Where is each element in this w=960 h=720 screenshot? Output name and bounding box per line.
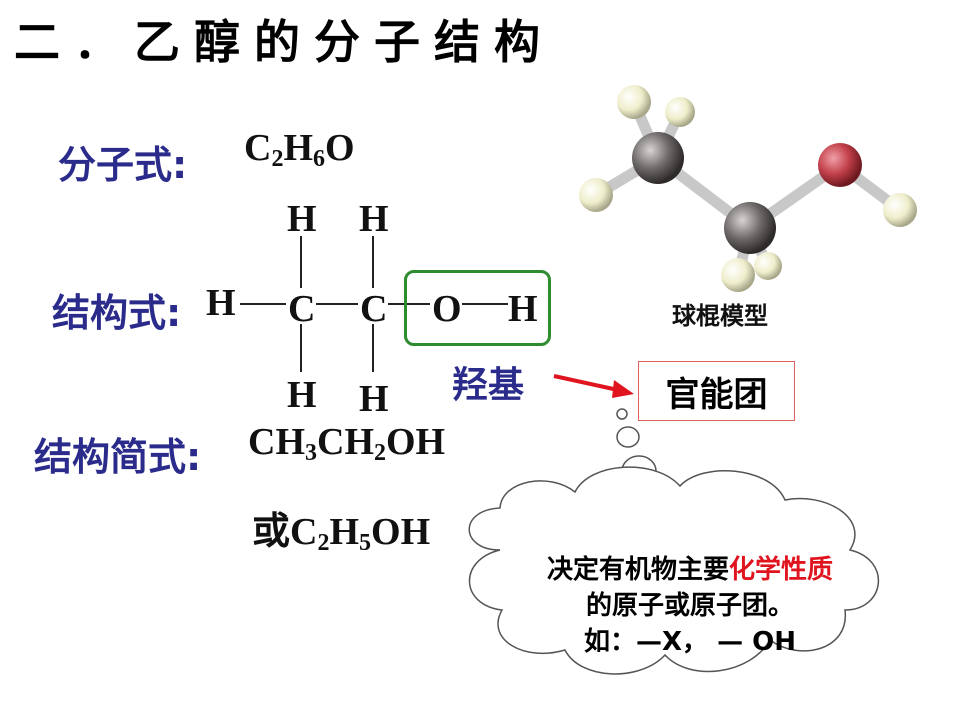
atom-h-right: H [508,288,538,330]
arrow-to-functional-group [553,374,634,398]
hydrogen-atom [665,97,695,127]
hydrogen-atom [721,258,755,292]
hydrogen-atom [579,178,613,212]
cloud-text: 决定有机物主要化学性质 的原子或原子团。 如：—X， — OH [546,555,834,657]
bond-o-h [462,303,508,305]
atom-h-left: H [206,282,236,324]
molecular-formula: C2H6O [244,127,355,172]
condensed-formula-line2: 或C2H5OH [252,511,431,556]
hydrogen-atom [883,193,917,227]
slide-title: 二．乙醇的分子结构 [14,15,554,69]
thought-bubble-small [616,408,628,420]
bond-c1-hbot [300,324,302,372]
thought-cloud [468,408,879,675]
oxygen-atom [818,143,862,187]
functional-group-box: 官能团 [638,361,795,421]
atom-h-top1: H [287,198,317,240]
carbon-atom [724,202,776,254]
condensed-formula-label: 结构简式: [34,435,202,479]
atom-h-top2: H [359,198,389,240]
atom-o: O [432,288,462,330]
atom-c1: C [288,288,316,330]
molecular-formula-label: 分子式: [58,143,188,187]
bond-c2-htop [372,236,374,288]
structural-formula-label: 结构式: [52,291,182,335]
hydrogen-atom [617,85,651,119]
cloud-shape [468,466,879,675]
thought-bubble-medium [616,426,640,448]
atom-c2: C [360,288,388,330]
hydroxyl-label: 羟基 [452,365,525,406]
atom-h-bot1: H [287,374,317,416]
ball-stick-label: 球棍模型 [672,302,768,330]
atom-h-bot2: H [359,378,389,420]
hydrogen-atom [754,252,782,280]
bond-c1-c2 [316,303,358,305]
bond-c1-htop [300,236,302,288]
ball-stick-model [579,85,917,292]
carbon-atom [632,132,684,184]
bond-c2-hbot [372,324,374,372]
hydroxyl-highlight-box [404,270,551,346]
bond-c2-o [388,303,430,305]
bond-h-c1 [240,303,286,305]
condensed-formula-line1: CH3CH2OH [248,421,446,466]
